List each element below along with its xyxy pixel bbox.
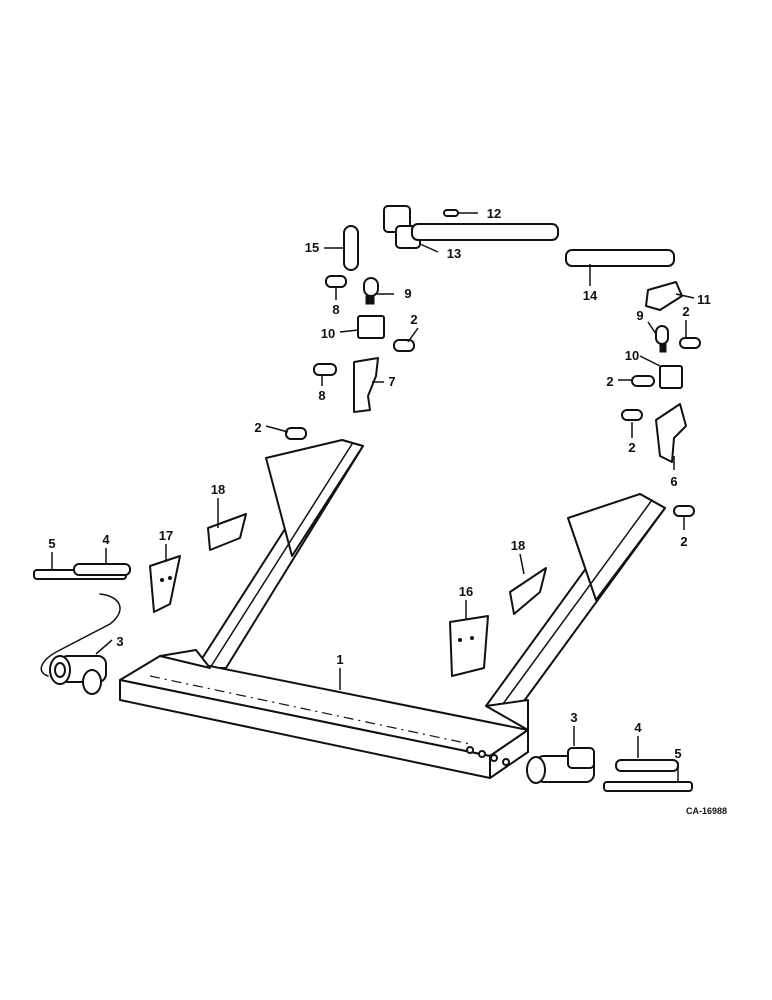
leader-lines (51, 212, 695, 782)
pin-2-right-top (679, 337, 701, 349)
plate-18-left (207, 513, 247, 551)
callout-16: 16 (459, 584, 473, 599)
link-15 (343, 225, 359, 271)
shaft-assembly (383, 205, 683, 311)
callout-2: 2 (410, 312, 417, 327)
callout-10: 10 (625, 348, 639, 363)
callout-4: 4 (634, 720, 642, 735)
callout-7: 7 (388, 374, 395, 389)
callout-3: 3 (570, 710, 577, 725)
casting-6 (655, 403, 687, 463)
callout-11: 11 (697, 292, 711, 307)
pin-2-upper-left (393, 339, 415, 352)
callout-1: 1 (336, 652, 343, 667)
callout-4: 4 (102, 532, 110, 547)
pin-2-right-bottom (673, 505, 695, 517)
plate-18-right (509, 567, 547, 615)
callout-12: 12 (487, 206, 501, 221)
eyebolt-9-left (363, 277, 379, 297)
plate-17 (149, 555, 181, 613)
pin-2-mid-left (285, 427, 307, 440)
callout-17: 17 (159, 528, 173, 543)
callout-2: 2 (628, 440, 635, 455)
pin-8-upper (325, 275, 347, 288)
pin-8-lower (313, 363, 337, 376)
left-hitch-assembly (33, 563, 131, 695)
drawing-code: CA-16988 (686, 806, 727, 816)
casting-7 (353, 357, 379, 413)
callout-18: 18 (511, 538, 525, 553)
callout-8: 8 (332, 302, 339, 317)
pin-2-right-low (621, 409, 643, 421)
callout-5: 5 (48, 536, 55, 551)
callout-9: 9 (404, 286, 411, 301)
plate-16 (449, 615, 489, 677)
bracket-10-left (357, 315, 385, 339)
main-frame (119, 439, 666, 779)
eyebolt-9-right (655, 325, 669, 345)
callout-8: 8 (318, 388, 325, 403)
callout-6: 6 (670, 474, 677, 489)
callout-9: 9 (636, 308, 643, 323)
callout-2: 2 (682, 304, 689, 319)
callout-5: 5 (674, 746, 681, 761)
bracket-10-right (659, 365, 683, 389)
callout-18: 18 (211, 482, 225, 497)
callout-15: 15 (305, 240, 319, 255)
right-hitch-assembly (526, 747, 693, 792)
callout-14: 14 (583, 288, 598, 303)
callout-2: 2 (254, 420, 261, 435)
callout-2: 2 (680, 534, 687, 549)
callout-3: 3 (116, 634, 123, 649)
callout-13: 13 (447, 246, 461, 261)
pin-2-right-mid (631, 375, 655, 387)
callout-2: 2 (606, 374, 613, 389)
callout-10: 10 (321, 326, 335, 341)
